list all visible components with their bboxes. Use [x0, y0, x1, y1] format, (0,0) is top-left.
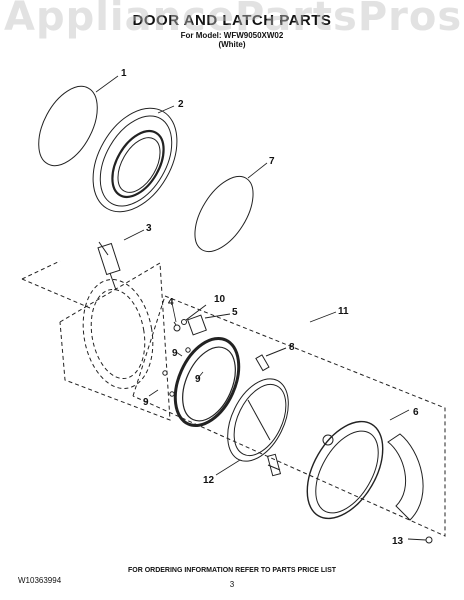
part-2-outer-door — [92, 107, 178, 213]
color-line: (White) — [218, 40, 246, 49]
callout-4: 4 — [168, 297, 174, 308]
part-8-catch — [255, 347, 287, 372]
part-12-inner-glass — [227, 378, 289, 462]
callout-11: 11 — [338, 306, 349, 317]
model-subtitle: For Model: WFW9050XW02 (White) — [0, 31, 464, 49]
callout-10: 10 — [214, 294, 226, 305]
document-number: W10363994 — [18, 576, 62, 585]
callout-2: 2 — [178, 99, 184, 110]
callout-5: 5 — [232, 307, 238, 318]
part-6-outer-door-ring — [306, 420, 384, 520]
callout-7: 7 — [269, 156, 275, 167]
part-13-screw — [407, 536, 433, 544]
callout-12: 12 — [203, 475, 215, 486]
handle-clip — [266, 453, 282, 477]
door-handle-ring — [387, 433, 424, 521]
ordering-info: FOR ORDERING INFORMATION REFER TO PARTS … — [127, 567, 337, 574]
callout-8: 8 — [289, 342, 295, 353]
page-title: DOOR AND LATCH PARTS — [132, 12, 332, 29]
part-10-screw — [181, 304, 207, 325]
callout-labels: 1 2 3 4 5 6 7 8 9 9 9 10 11 12 13 — [121, 68, 419, 547]
part-5-hinge — [187, 313, 231, 336]
part-4-screw — [173, 321, 181, 332]
page-number: 3 — [229, 580, 235, 589]
door-assembly-frame — [132, 295, 446, 537]
callout-9c: 9 — [143, 397, 149, 408]
callout-3: 3 — [146, 223, 152, 234]
callout-1: 1 — [121, 68, 127, 79]
callout-13: 13 — [392, 536, 404, 547]
callout-9b: 9 — [195, 374, 201, 385]
part-1-door-seal — [38, 85, 98, 167]
part-7-glass-seal — [194, 176, 254, 252]
part-9-inner-door-frame — [162, 336, 241, 428]
part-3-latch — [97, 241, 121, 291]
callout-9a: 9 — [172, 348, 178, 359]
callout-6: 6 — [413, 407, 419, 418]
leader-lines — [95, 75, 410, 476]
model-line: For Model: WFW9050XW02 — [180, 31, 284, 40]
cabinet-front-panel — [21, 260, 171, 421]
